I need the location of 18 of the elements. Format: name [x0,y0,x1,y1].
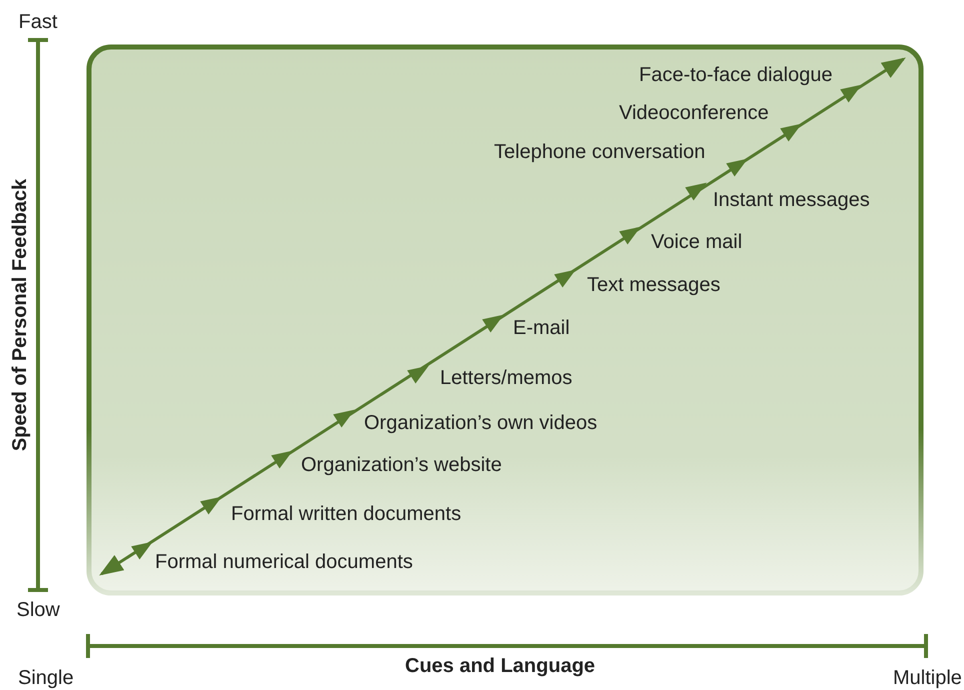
axis-end-label: Slow [16,598,60,622]
medium-label: Formal numerical documents [155,550,413,574]
axis-end-label: Multiple [893,666,962,690]
medium-label: Formal written documents [231,502,462,526]
medium-label: Videoconference [619,101,769,125]
axis-title: Cues and Language [405,654,596,678]
medium-label: Instant messages [713,188,870,212]
medium-label: E-mail [513,316,570,340]
medium-label: Organization’s website [301,453,502,477]
medium-label: Text messages [587,273,720,297]
medium-label: Face-to-face dialogue [639,63,832,87]
medium-label: Telephone conversation [494,140,706,164]
axis-end-label: Single [18,666,74,690]
medium-label: Organization’s own videos [364,411,598,435]
axis-title: Speed of Personal Feedback [8,178,32,452]
medium-label: Letters/memos [440,366,572,390]
medium-label: Voice mail [651,230,742,254]
axis-end-label: Fast [18,10,58,34]
